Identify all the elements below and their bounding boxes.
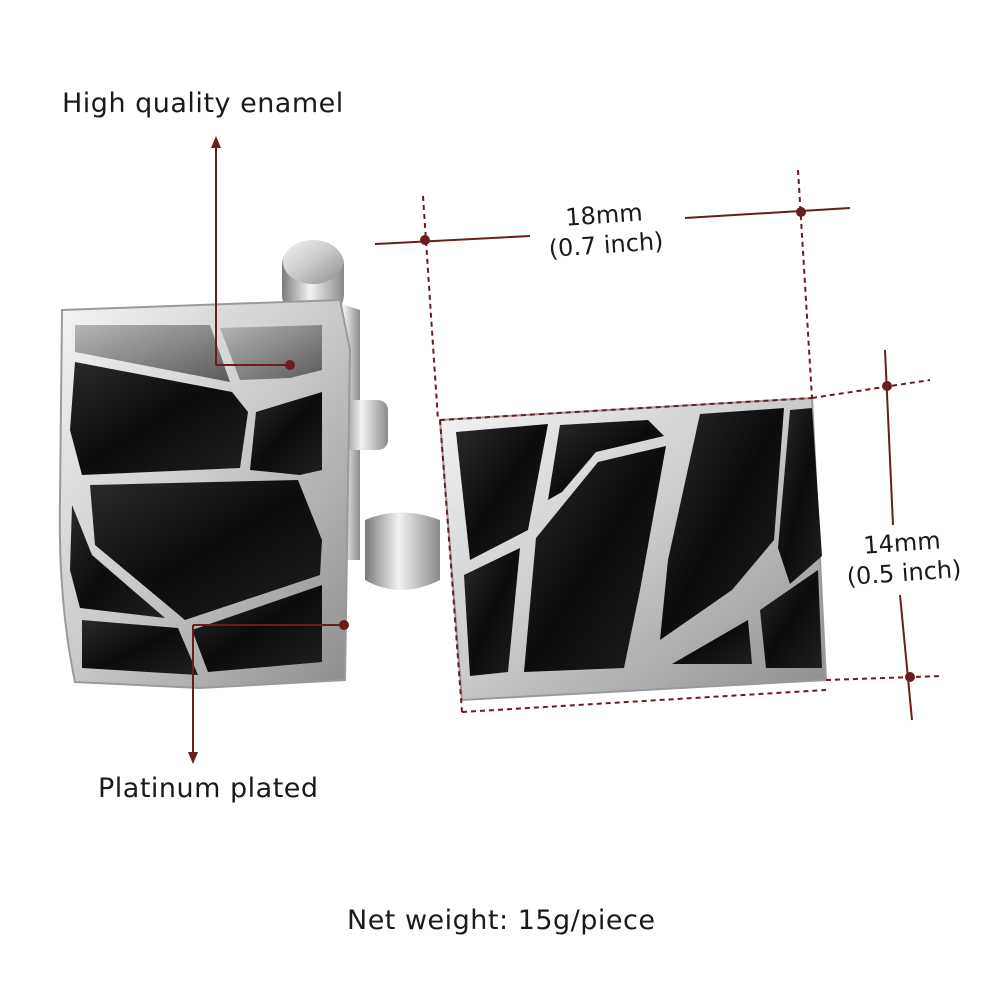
dimension-lines	[374, 169, 943, 721]
plated-label: Platinum plated	[98, 773, 319, 804]
enamel-pointer	[211, 136, 295, 370]
width-dimension: 18mm (0.7 inch)	[528, 195, 682, 265]
enamel-label: High quality enamel	[62, 88, 344, 119]
left-cufflink	[58, 298, 352, 690]
net-weight-label: Net weight: 15g/piece	[347, 905, 656, 936]
right-cufflink	[438, 396, 828, 702]
height-dimension: 14mm (0.5 inch)	[826, 523, 980, 593]
plated-pointer	[188, 620, 349, 764]
